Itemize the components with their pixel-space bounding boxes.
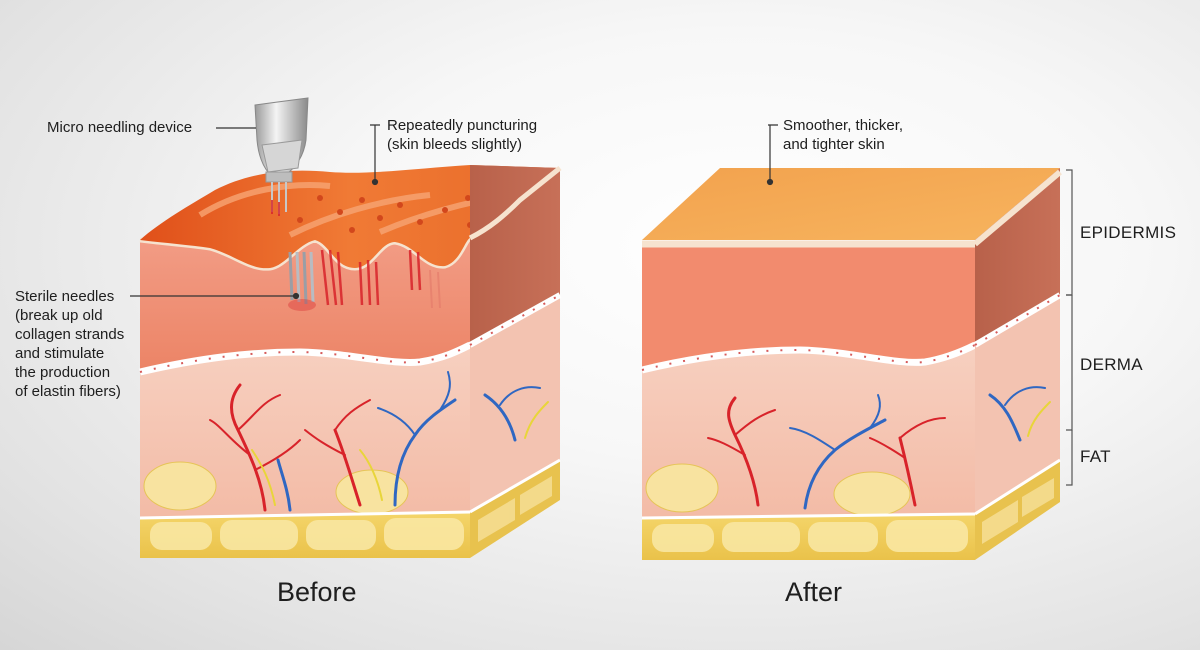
smoother-skin-label: Smoother, thicker, and tighter skin — [783, 116, 903, 154]
after-skin-block — [642, 168, 1060, 560]
before-caption: Before — [277, 577, 357, 608]
layer-brackets — [1066, 170, 1072, 485]
micro-needling-device-label: Micro needling device — [47, 118, 192, 137]
sterile-needles-label: Sterile needles (break up old collagen s… — [15, 287, 124, 401]
before-skin-block — [140, 98, 560, 558]
fat-label: FAT — [1080, 447, 1111, 467]
derma-label: DERMA — [1080, 355, 1143, 375]
puncturing-label: Repeatedly puncturing (skin bleeds sligh… — [387, 116, 537, 154]
after-caption: After — [785, 577, 842, 608]
epidermis-label: EPIDERMIS — [1080, 223, 1176, 243]
